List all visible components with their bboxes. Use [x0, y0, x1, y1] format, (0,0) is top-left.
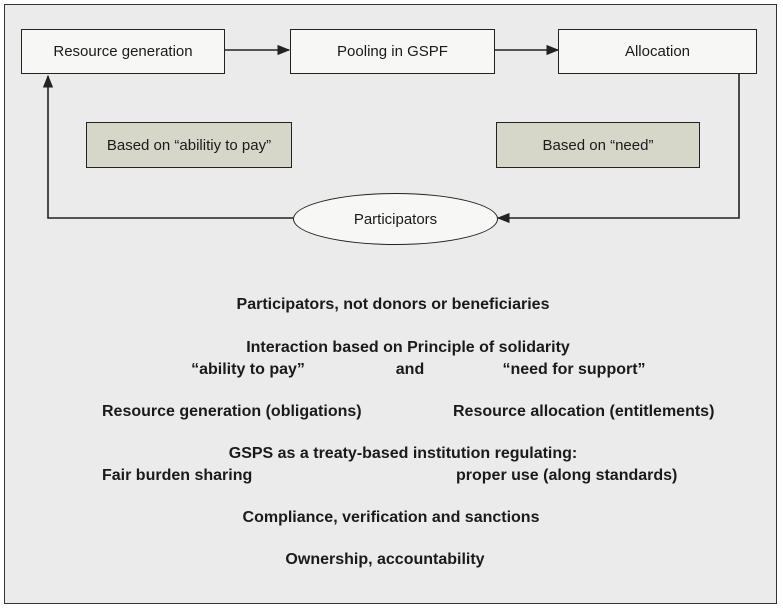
compliance-statement: Compliance, verification and sanctions	[242, 509, 540, 526]
diagram-frame	[4, 4, 777, 604]
need-note: Based on “need”	[496, 122, 700, 168]
pooling-label: Pooling in GSPF	[337, 43, 448, 60]
interaction-statement: Interaction based on Principle of solida…	[246, 339, 570, 356]
ownership-statement: Ownership, accountability	[285, 551, 485, 568]
arrow-participators-to-generation	[42, 74, 293, 219]
participators-statement: Participators, not donors or beneficiari…	[236, 296, 550, 313]
fair-burden-text: Fair burden sharing	[102, 467, 253, 484]
need-for-support-text: “need for support”	[502, 361, 646, 378]
and-text: and	[395, 361, 425, 378]
pooling-box: Pooling in GSPF	[290, 29, 495, 74]
resource-allocation-entitlements: Resource allocation (entitlements)	[453, 403, 715, 420]
gsps-statement: GSPS as a treaty-based institution regul…	[228, 445, 578, 462]
ability-to-pay-text: “ability to pay”	[191, 361, 305, 378]
participators-oval: Participators	[293, 193, 498, 245]
resource-generation-obligations: Resource generation (obligations)	[102, 403, 362, 420]
need-note-label: Based on “need”	[542, 136, 654, 154]
ability-to-pay-note-label: Based on “abilitiy to pay”	[106, 136, 272, 154]
participators-label: Participators	[353, 210, 438, 228]
resource-generation-box: Resource generation	[21, 29, 225, 74]
proper-use-text: proper use (along standards)	[456, 467, 678, 484]
allocation-box: Allocation	[558, 29, 757, 74]
allocation-label: Allocation	[624, 43, 691, 60]
arrow-allocation-to-participators	[496, 73, 740, 224]
ability-to-pay-note: Based on “abilitiy to pay”	[86, 122, 292, 168]
resource-generation-label: Resource generation	[53, 43, 193, 60]
